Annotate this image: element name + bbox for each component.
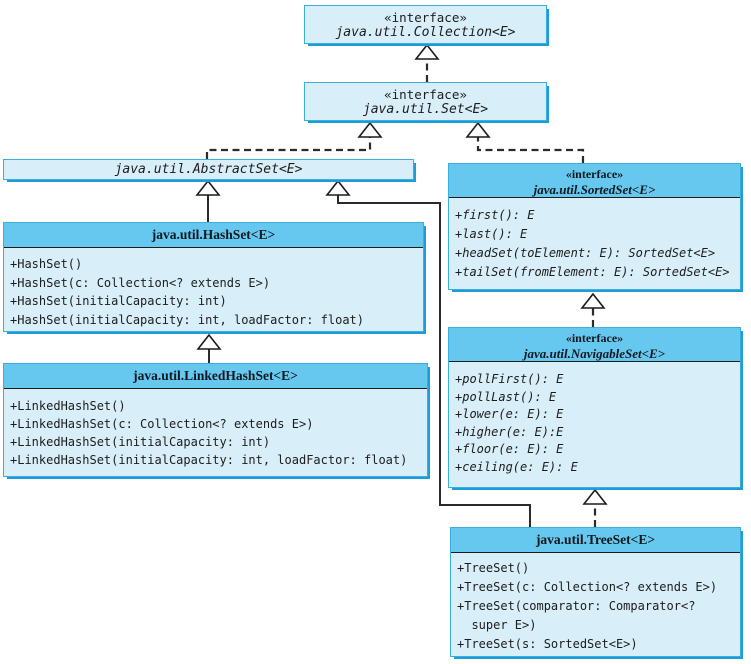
abstractset-name: java.util.AbstractSet<E>: [114, 162, 303, 177]
method-line: +last(): E: [455, 227, 528, 241]
method-line: +higher(e: E):E: [455, 424, 564, 439]
hollow-triangle-icon: [325, 179, 351, 196]
method-line: super E>): [457, 618, 537, 632]
method-line: +pollFirst(): E: [455, 372, 564, 386]
realization-arrow-sortedset-to-set: [465, 121, 585, 163]
set-stereotype: «interface»: [384, 86, 467, 102]
method-line: +floor(e: E): E: [455, 442, 564, 456]
generalization-arrow-linkedhashset-to-hashset: [196, 333, 222, 363]
method-line: +LinkedHashSet(): [10, 399, 126, 413]
method-line: +first(): E: [455, 208, 535, 222]
set-interface-box: «interface» java.util.Set<E>: [304, 82, 547, 121]
hollow-triangle-icon: [195, 179, 221, 196]
method-line: +HashSet(initialCapacity: int): [10, 294, 227, 308]
method-line: +tailSet(fromElement: E): SortedSet<E>: [455, 265, 730, 279]
method-line: +LinkedHashSet(initialCapacity: int, loa…: [10, 453, 408, 467]
treeset-header: java.util.TreeSet<E>: [451, 528, 740, 553]
abstractset-class-box: java.util.AbstractSet<E>: [3, 159, 414, 180]
method-line: +TreeSet(c: Collection<? extends E>): [457, 580, 718, 594]
hashset-class-box: java.util.HashSet<E> +HashSet() +HashSet…: [3, 222, 424, 332]
generalization-arrow-hashset-to-abstractset: [195, 179, 221, 222]
sortedset-name: java.util.SortedSet<E>: [533, 182, 656, 197]
method-line: +headSet(toElement: E): SortedSet<E>: [455, 246, 716, 260]
navigableset-name: java.util.NavigableSet<E>: [523, 346, 666, 361]
navigableset-stereotype: «interface»: [565, 331, 624, 345]
realization-arrow-abstractset-to-set: [205, 121, 383, 159]
method-line: +TreeSet(comparator: Comparator<?: [457, 599, 696, 613]
hollow-triangle-icon: [196, 333, 222, 350]
hollow-triangle-icon: [582, 488, 608, 505]
method-line: +HashSet(): [10, 257, 83, 271]
method-line: +TreeSet(s: SortedSet<E>): [457, 637, 638, 651]
hashset-methods: +HashSet() +HashSet(c: Collection<? exte…: [4, 248, 423, 329]
realization-arrow-navigableset-to-sortedset: [580, 292, 606, 327]
collection-stereotype: «interface»: [384, 9, 467, 25]
treeset-class-box: java.util.TreeSet<E> +TreeSet() +TreeSet…: [450, 527, 741, 657]
collection-name: java.util.Collection<E>: [335, 24, 516, 40]
method-line: +ceiling(e: E): E: [455, 459, 578, 474]
treeset-methods: +TreeSet() +TreeSet(c: Collection<? exte…: [451, 553, 740, 654]
hollow-triangle-icon: [465, 121, 491, 138]
method-line: +HashSet(initialCapacity: int, loadFacto…: [10, 312, 365, 327]
sortedset-header: «interface» java.util.SortedSet<E>: [449, 164, 740, 198]
sortedset-interface-box: «interface» java.util.SortedSet<E> +firs…: [448, 163, 741, 290]
set-name: java.util.Set<E>: [362, 101, 489, 117]
linkedhashset-methods: +LinkedHashSet() +LinkedHashSet(c: Colle…: [4, 389, 427, 469]
navigableset-interface-box: «interface» java.util.NavigableSet<E> +p…: [448, 327, 741, 488]
hollow-triangle-icon: [580, 292, 606, 309]
method-line: +TreeSet(): [457, 561, 530, 575]
realization-arrow-set-to-collection: [414, 43, 440, 82]
hollow-triangle-icon: [357, 121, 383, 138]
linkedhashset-class-box: java.util.LinkedHashSet<E> +LinkedHashSe…: [3, 363, 428, 477]
method-line: +HashSet(c: Collection<? extends E>): [10, 275, 271, 290]
navigableset-methods: +pollFirst(): E +pollLast(): E +lower(e:…: [449, 362, 740, 476]
method-line: +LinkedHashSet(initialCapacity: int): [10, 435, 271, 449]
sortedset-methods: +first(): E +last(): E +headSet(toElemen…: [449, 198, 740, 282]
method-line: +pollLast(): E: [455, 389, 557, 404]
collection-interface-box: «interface» java.util.Collection<E>: [304, 5, 547, 44]
hollow-triangle-icon: [414, 43, 440, 60]
hashset-header: java.util.HashSet<E>: [4, 223, 423, 248]
method-line: +lower(e: E): E: [455, 407, 564, 421]
sortedset-stereotype: «interface»: [565, 167, 624, 181]
linkedhashset-header: java.util.LinkedHashSet<E>: [4, 364, 427, 389]
navigableset-header: «interface» java.util.NavigableSet<E>: [449, 328, 740, 362]
method-line: +LinkedHashSet(c: Collection<? extends E…: [10, 417, 314, 431]
realization-arrow-treeset-to-navigableset: [582, 488, 608, 527]
